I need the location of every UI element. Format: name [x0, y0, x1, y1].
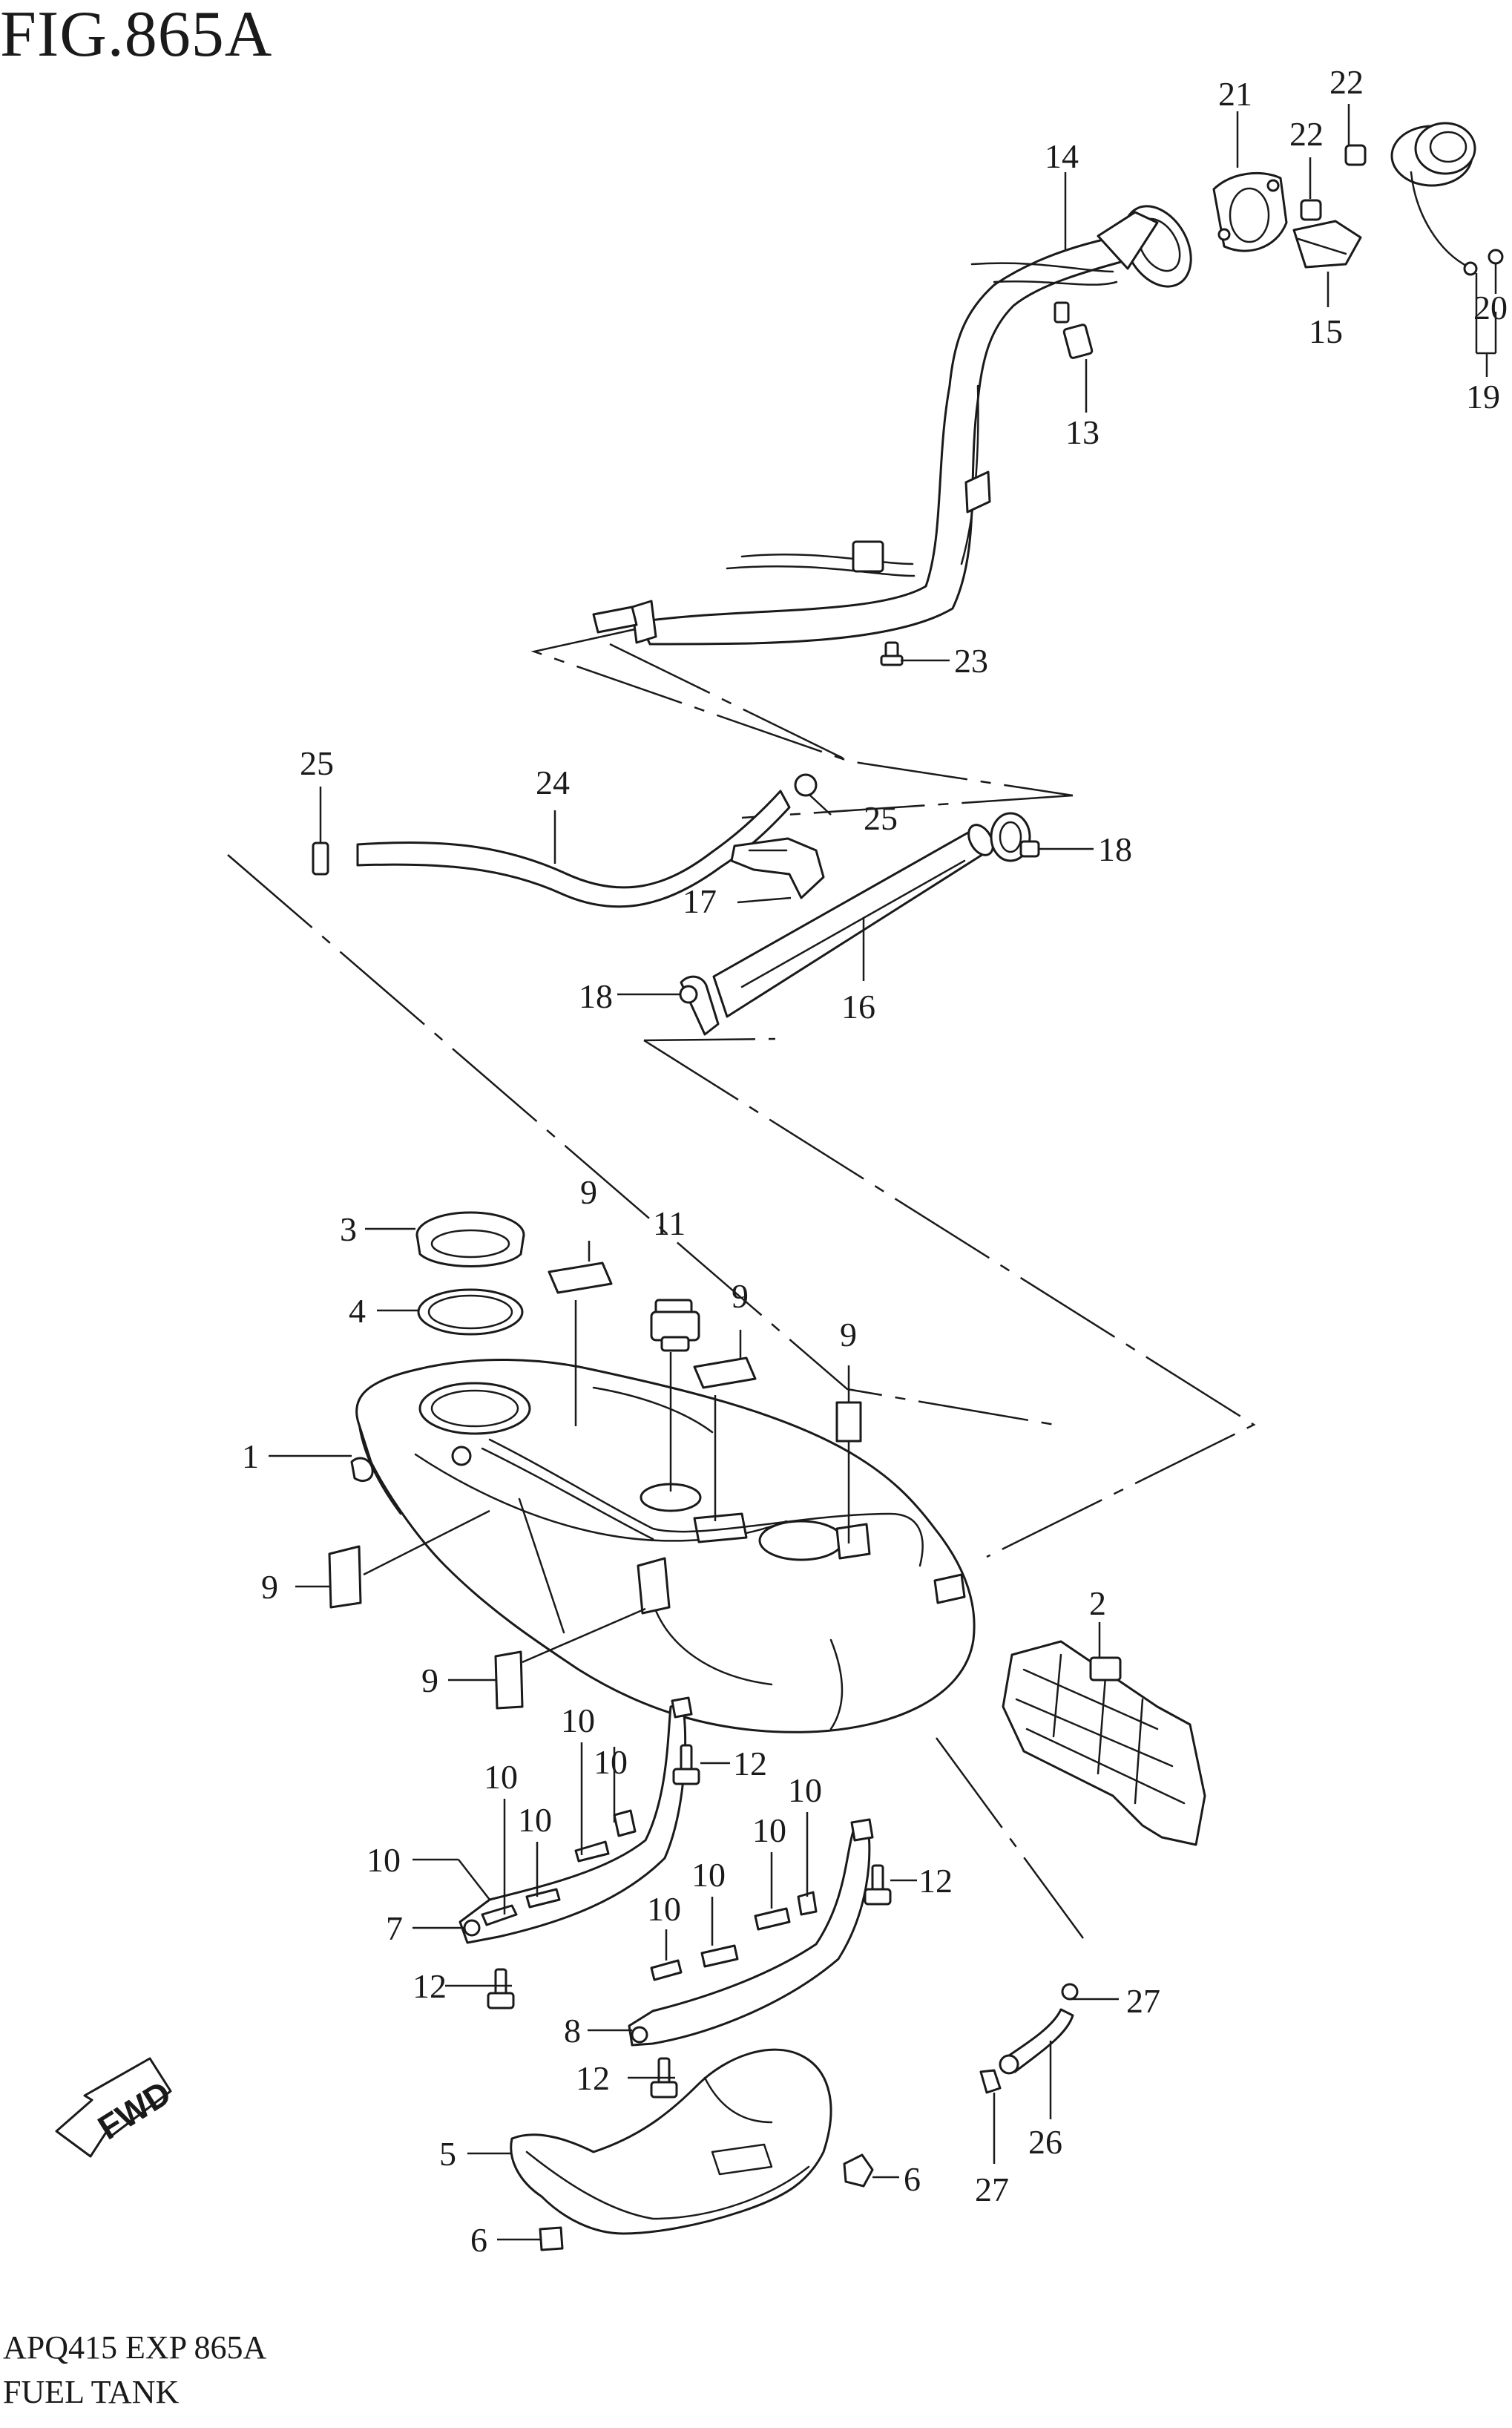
callout-24: 24	[536, 764, 570, 801]
drawing-code: APQ415 EXP 865A	[3, 2329, 267, 2366]
gasket-4	[417, 1288, 524, 1336]
callout-13: 13	[1065, 413, 1100, 451]
filler-hose	[679, 812, 1040, 1036]
callout-15: 15	[1309, 312, 1343, 350]
tank-band-7	[458, 1696, 693, 1944]
callout-12: 12	[918, 1862, 953, 1900]
callout-25: 25	[300, 744, 334, 782]
bracket-17	[730, 837, 825, 899]
callout-27: 27	[1126, 1982, 1160, 2020]
callout-10: 10	[752, 1811, 786, 1849]
drain-hose-26	[999, 2008, 1074, 2075]
callout-4: 4	[349, 1292, 366, 1330]
callout-3: 3	[340, 1210, 357, 1248]
figure-title: FIG.865A	[0, 0, 273, 70]
callout-18: 18	[1098, 830, 1132, 868]
callout-6: 6	[904, 2160, 921, 2198]
callout-14: 14	[1045, 137, 1079, 175]
callout-27: 27	[975, 2171, 1009, 2208]
callout-17: 17	[683, 882, 717, 920]
assembly-guide-lines	[227, 628, 1256, 1939]
callout-10: 10	[518, 1801, 552, 1839]
fuel-cap	[1390, 122, 1504, 276]
callout-19: 19	[1466, 378, 1500, 416]
callout-10: 10	[367, 1841, 401, 1879]
clips-27	[979, 1983, 1079, 2094]
callout-9: 9	[580, 1173, 597, 1211]
fuel-valve-11	[650, 1299, 700, 1352]
callout-21: 21	[1218, 75, 1252, 113]
lock-ring-3	[415, 1211, 525, 1267]
callout-6: 6	[470, 2221, 487, 2259]
callout-22: 22	[1289, 115, 1324, 153]
callout-9: 9	[732, 1277, 749, 1315]
pads-10	[481, 1809, 818, 1981]
callout-22: 22	[1329, 63, 1364, 101]
callout-10: 10	[647, 1890, 681, 1928]
callout-11: 11	[653, 1204, 686, 1242]
heat-insulator-2	[1002, 1640, 1206, 1846]
callout-10: 10	[561, 1702, 595, 1739]
callout-9: 9	[421, 1661, 438, 1699]
leader-lines	[269, 104, 1497, 2241]
filler-neck-pipe	[592, 205, 1192, 646]
filler-head-parts	[1054, 144, 1367, 359]
callout-10: 10	[594, 1743, 628, 1781]
callout-10: 10	[788, 1771, 822, 1809]
callout-20: 20	[1473, 289, 1508, 327]
callout-7: 7	[386, 1909, 403, 1947]
callout-2: 2	[1089, 1584, 1106, 1622]
callout-9: 9	[261, 1568, 278, 1606]
bolt-23	[880, 641, 904, 666]
callout-12: 12	[576, 2059, 610, 2097]
callout-8: 8	[564, 2012, 581, 2050]
callout-12: 12	[412, 1967, 447, 2005]
callout-18: 18	[579, 977, 613, 1015]
callout-16: 16	[841, 988, 875, 1026]
callout-12: 12	[733, 1745, 767, 1782]
callout-numbers: 1 2 3 4 5 6 6 7 8 9 9 9 9 9 10 10 10 10 …	[242, 63, 1508, 2259]
callout-23: 23	[954, 642, 988, 680]
fuel-tank	[350, 1359, 976, 1733]
callout-5: 5	[439, 2135, 456, 2173]
pads-9	[328, 1261, 862, 1710]
fwd-direction-arrow: FWD	[55, 2057, 177, 2158]
drawing-name: FUEL TANK	[3, 2374, 180, 2410]
tank-band-8	[628, 1818, 874, 2047]
breather-hose	[312, 773, 818, 908]
callout-10: 10	[691, 1856, 726, 1894]
clips-6	[539, 2153, 874, 2251]
callout-25: 25	[864, 799, 898, 837]
callout-10: 10	[484, 1758, 518, 1796]
callout-9: 9	[840, 1316, 857, 1354]
tank-under-cover-5	[510, 2048, 832, 2235]
callout-1: 1	[242, 1437, 259, 1475]
callout-26: 26	[1028, 2123, 1062, 2161]
